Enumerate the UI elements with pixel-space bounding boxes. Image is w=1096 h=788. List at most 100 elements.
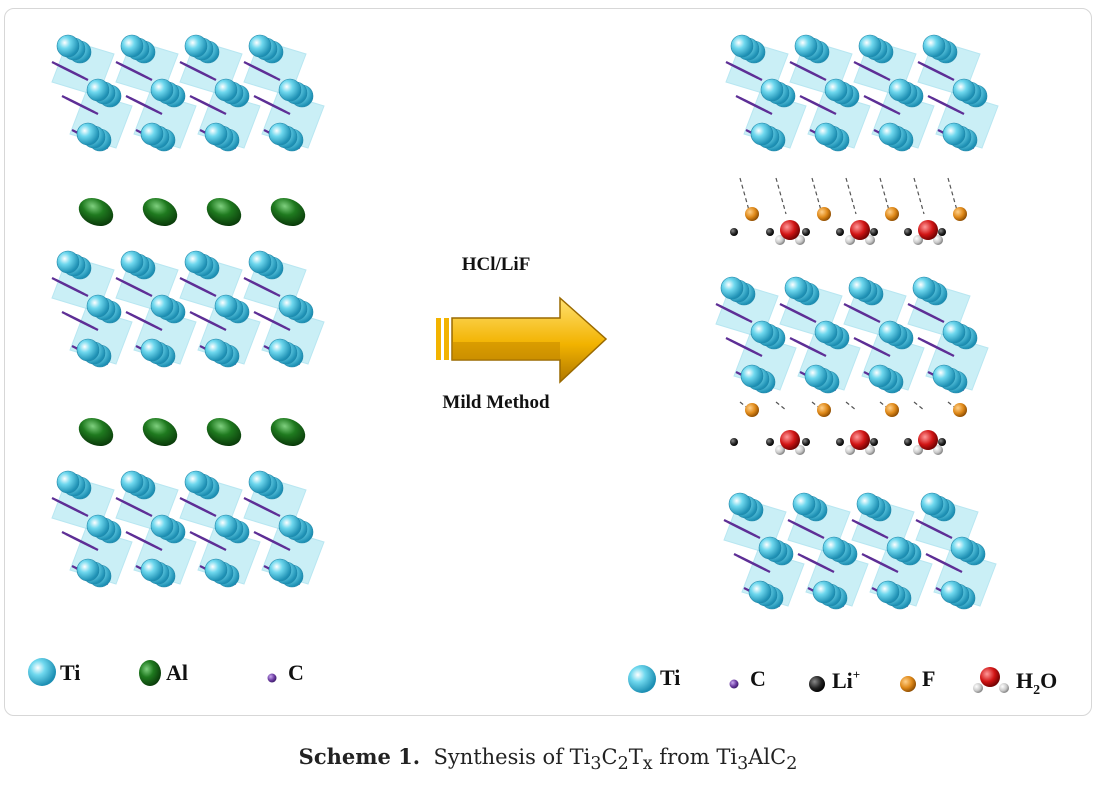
legend-li-text: Li	[832, 668, 853, 693]
ti-atom	[912, 276, 936, 300]
h-atom	[775, 445, 785, 455]
ti-atom	[56, 34, 80, 58]
ti-atom	[878, 122, 902, 146]
f-atom	[885, 403, 899, 417]
legend-ti-label: Ti	[60, 660, 80, 685]
ti-atom	[950, 536, 974, 560]
ti-atom	[824, 78, 848, 102]
ti-atom	[886, 536, 910, 560]
o-atom	[780, 430, 800, 450]
li-ion	[766, 228, 774, 236]
ti-atom	[848, 276, 872, 300]
left-slab-middle	[51, 250, 325, 368]
c-bond	[929, 343, 955, 357]
h-atom	[933, 235, 943, 245]
li-ion	[904, 228, 912, 236]
al-atom	[142, 417, 178, 447]
f-atom	[745, 207, 759, 221]
figure-caption: Scheme 1. Synthesis of Ti3C2Tx from Ti3A…	[0, 744, 1096, 774]
ti-atom	[214, 514, 238, 538]
legend-h2o-sub: 2	[1033, 683, 1040, 698]
c-bond	[873, 559, 899, 573]
ti-atom	[150, 294, 174, 318]
o-atom	[918, 220, 938, 240]
al-atom	[270, 417, 306, 447]
li-ion	[938, 438, 946, 446]
h-atom	[913, 235, 923, 245]
o-atom	[850, 220, 870, 240]
ti-atom	[814, 122, 838, 146]
c-bond	[937, 559, 963, 573]
ti-atom	[812, 580, 836, 604]
caption-sub-x: x	[642, 754, 653, 775]
ti-atom	[56, 470, 80, 494]
ti-atom	[86, 514, 110, 538]
caption-sub-2a: 2	[617, 754, 629, 775]
ti-atom	[750, 320, 774, 344]
h-atom	[775, 235, 785, 245]
legend-left: Ti Al C	[28, 658, 304, 686]
legend-li-swatch	[809, 676, 825, 692]
hydrogen-bond	[845, 177, 857, 215]
c-bond	[801, 343, 827, 357]
legend-h2o-o: O	[1040, 668, 1057, 693]
c-bond	[63, 67, 89, 81]
caption-text-from: from	[652, 745, 717, 769]
c-bond	[255, 283, 281, 297]
h-atom	[865, 445, 875, 455]
arrow-body	[451, 296, 608, 384]
legend-c-label: C	[288, 660, 304, 685]
li-ion	[802, 438, 810, 446]
h-atom	[913, 445, 923, 455]
hydrogen-bond	[879, 177, 891, 215]
c-bond	[939, 101, 965, 115]
method-label: Mild Method	[442, 392, 550, 413]
c-bond	[201, 101, 227, 115]
li-ion	[730, 438, 738, 446]
o-atom	[850, 430, 870, 450]
al-atom	[78, 197, 114, 227]
al-atom	[270, 197, 306, 227]
c-bond	[127, 503, 153, 517]
ti-atom	[278, 294, 302, 318]
c-bond	[745, 559, 771, 573]
ti-atom	[278, 514, 302, 538]
legend-ti-swatch-right	[628, 665, 656, 693]
h-atom	[865, 235, 875, 245]
interlayer-top	[730, 177, 967, 245]
ti-atom	[86, 78, 110, 102]
ti-atom	[758, 536, 782, 560]
reagent-label: HCl/LiF	[462, 254, 531, 275]
ti-atom	[728, 492, 752, 516]
c-bond	[191, 283, 217, 297]
c-bond	[735, 525, 761, 539]
ti-atom	[204, 558, 228, 582]
ti-atom	[76, 122, 100, 146]
ti-atom	[932, 364, 956, 388]
ti-atom	[268, 122, 292, 146]
ti-atom	[876, 580, 900, 604]
caption-c-2: C	[770, 745, 787, 769]
ti-atom	[214, 294, 238, 318]
ti-atom	[150, 78, 174, 102]
c-bond	[127, 67, 153, 81]
hydrogen-bond	[913, 401, 925, 411]
hydrogen-bond	[811, 177, 823, 215]
c-bond	[191, 503, 217, 517]
al-atom	[206, 417, 242, 447]
c-bond	[919, 309, 945, 323]
legend-ti-label-right: Ti	[660, 665, 680, 690]
arrow-shade	[452, 342, 560, 360]
figure-frame	[4, 8, 1092, 716]
ti-atom	[920, 492, 944, 516]
ti-atom	[730, 34, 754, 58]
ti-atom	[804, 364, 828, 388]
caption-sub-3a: 3	[590, 754, 602, 775]
ti-atom	[750, 122, 774, 146]
f-atom	[885, 207, 899, 221]
c-bond	[727, 309, 753, 323]
interlayer-bottom	[730, 401, 967, 455]
reaction-arrow	[436, 296, 608, 384]
hydrogen-bond	[845, 401, 857, 411]
ti-atom	[140, 338, 164, 362]
